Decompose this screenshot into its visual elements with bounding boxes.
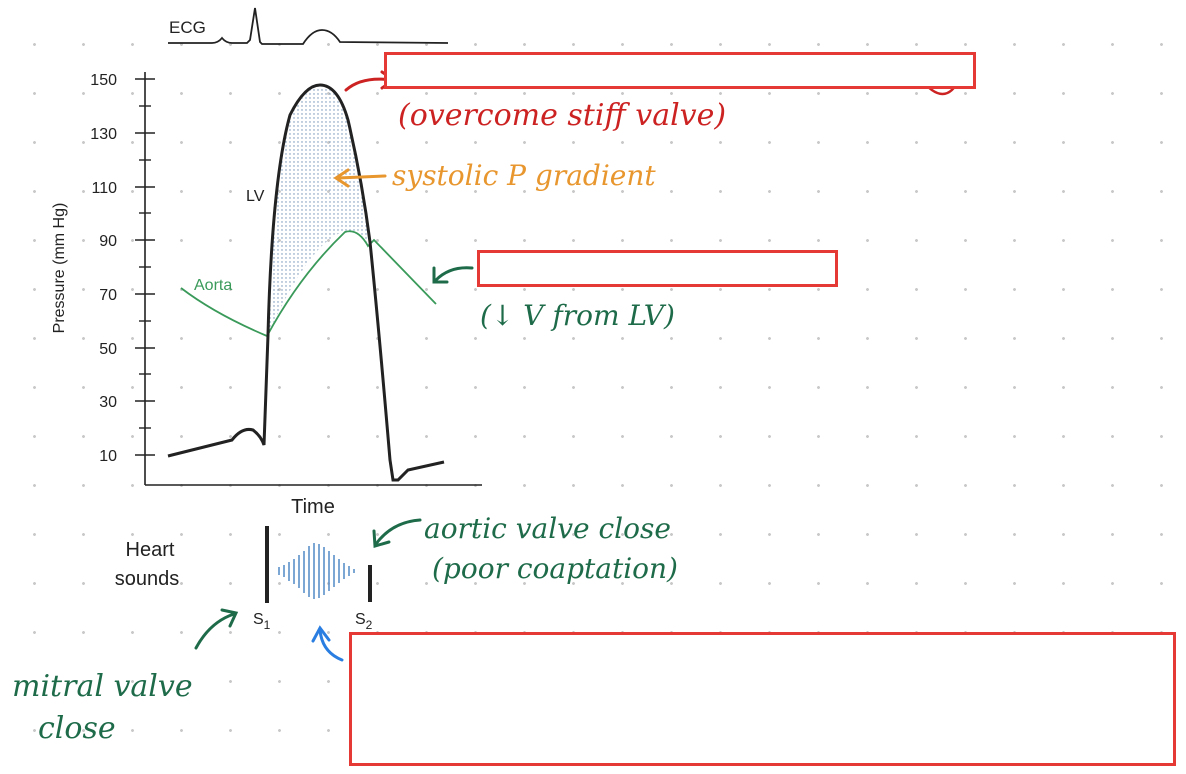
y-tick-label: 90 [99,233,117,250]
lv-label: LV [246,188,265,205]
redaction-box-top [384,52,976,89]
less-volume-note: (↓ V from LV) [480,299,675,332]
y-tick-label: 110 [91,180,117,197]
redaction-box-middle [477,250,838,287]
redaction-box-bottom [349,632,1176,766]
murmur-bars [278,543,355,599]
overcome-stiff-valve-note: (overcome stiff valve) [398,98,726,133]
arrow-icon [374,518,422,546]
s1-label: S1 [253,611,271,632]
ecg-label: ECG [169,18,206,37]
heart-sounds-label-line1: Heart [126,539,175,561]
lv-pressure-curve [167,83,445,482]
aorta-label: Aorta [194,277,232,294]
annotations: (overcome stiff valve) systolic P gradie… [12,70,962,746]
y-axis-ticks [135,78,155,456]
arrow-icon [194,612,236,650]
aortic-valve-close-note-line2: (poor coaptation) [432,552,678,585]
y-tick-label: 150 [90,72,117,89]
arrow-icon [336,174,387,180]
systolic-gradient-note: systolic P gradient [392,159,656,192]
mitral-valve-close-note-line1: mitral valve [12,669,193,704]
y-tick-label: 30 [99,394,117,411]
pressure-axes: 150 130 110 90 70 50 30 10 Pressure (mm … [51,72,482,518]
x-axis-label: Time [291,496,335,518]
y-tick-label: 50 [99,341,117,358]
s2-label: S2 [355,611,373,632]
aortic-valve-close-note-line1: aortic valve close [424,512,671,545]
y-tick-label: 10 [99,448,117,465]
y-tick-label: 70 [99,287,117,304]
heart-sounds: Heart sounds S1 S2 [115,526,373,632]
aorta-pressure-curve [180,230,437,338]
y-tick-labels: 150 130 110 90 70 50 30 10 [90,72,117,465]
ecg-trace: ECG [168,7,449,45]
systolic-gradient-shading [268,85,370,335]
mitral-valve-close-note-line2: close [38,711,116,746]
arrow-icon [318,628,344,662]
y-axis-label: Pressure (mm Hg) [51,203,68,334]
heart-sounds-label-line2: sounds [115,568,180,590]
arrow-icon [434,266,474,282]
y-tick-label: 130 [90,126,117,143]
